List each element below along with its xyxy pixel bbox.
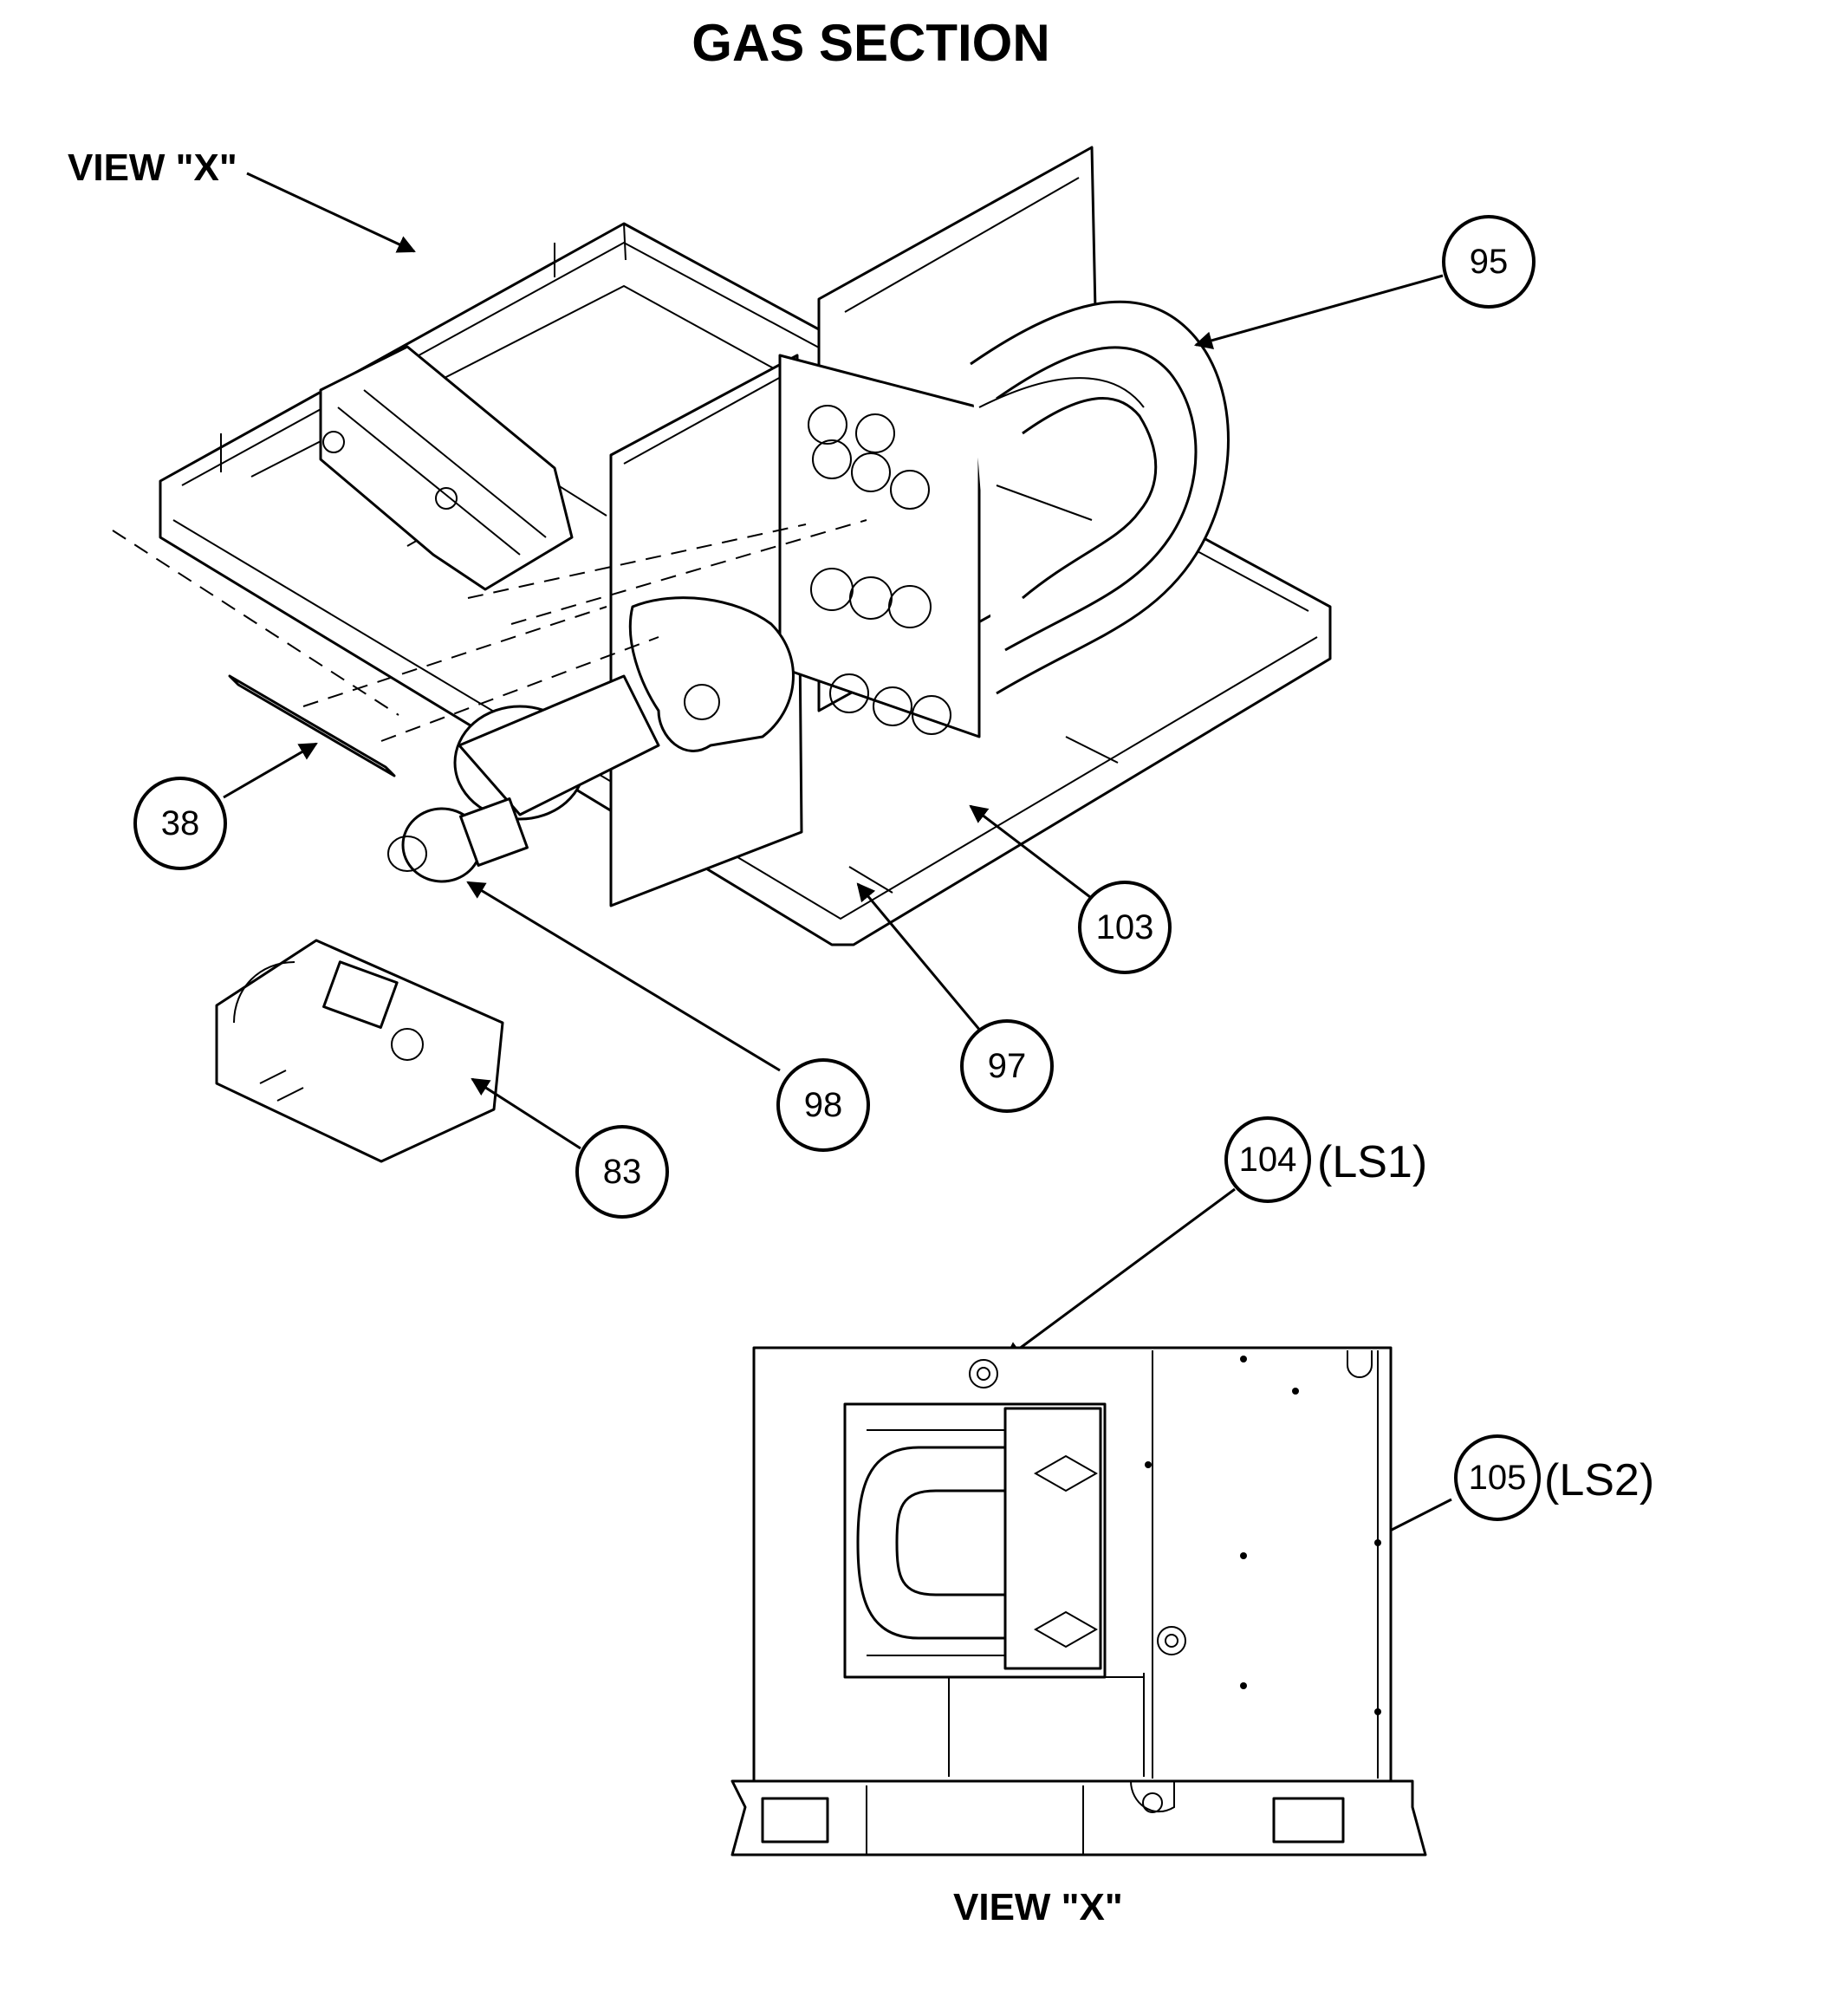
leader-97 [856, 882, 983, 1032]
callout-103: 103 [1078, 881, 1172, 974]
leader-38 [223, 742, 318, 799]
view-direction-arrow [246, 172, 416, 253]
svg-text:95: 95 [1470, 243, 1509, 281]
heat-exchanger [778, 300, 1230, 738]
leader-83 [471, 1077, 581, 1150]
callout-104: 104 [1224, 1116, 1311, 1203]
callout-38: 38 [133, 777, 227, 870]
view-label-bottom: VIEW "X" [953, 1886, 1123, 1928]
leader-104 [1003, 1187, 1236, 1361]
assembly-line [380, 636, 659, 742]
leader-95 [1193, 274, 1444, 350]
svg-text:97: 97 [988, 1047, 1027, 1085]
assembly-line [467, 524, 807, 599]
leader-98 [466, 881, 781, 1072]
callout-97: 97 [960, 1019, 1054, 1113]
svg-text:105: 105 [1469, 1459, 1527, 1497]
assembly-line [510, 519, 867, 625]
leader-103 [969, 804, 1094, 901]
inducer-housing [628, 596, 795, 752]
callout-95: 95 [1442, 215, 1536, 309]
svg-text:103: 103 [1096, 908, 1154, 946]
callout-105: 105 [1454, 1434, 1541, 1521]
svg-text:98: 98 [804, 1086, 843, 1124]
callout-98: 98 [776, 1058, 870, 1152]
tag-ls1: (LS1) [1317, 1137, 1427, 1187]
inducer-blower [387, 674, 660, 883]
assembly-line [112, 530, 399, 716]
burner-assembly [319, 345, 574, 591]
view-x-heat-exchanger [843, 1402, 1107, 1679]
gas-valve-assembly [215, 939, 504, 1163]
svg-text:104: 104 [1239, 1141, 1297, 1179]
limit-switch-ls1 [969, 1359, 998, 1388]
callout-83: 83 [575, 1125, 669, 1219]
tag-ls2: (LS2) [1544, 1455, 1654, 1505]
svg-text:38: 38 [161, 804, 200, 842]
seal-strip [228, 674, 396, 777]
assembly-line [302, 606, 607, 707]
view-label-top: VIEW "X" [68, 146, 237, 189]
page-title: GAS SECTION [692, 14, 1049, 72]
svg-text:83: 83 [603, 1153, 642, 1191]
limit-switch-ls2 [1157, 1626, 1186, 1655]
exchanger-ports [808, 405, 951, 735]
view-x-detail [730, 1346, 1427, 1857]
